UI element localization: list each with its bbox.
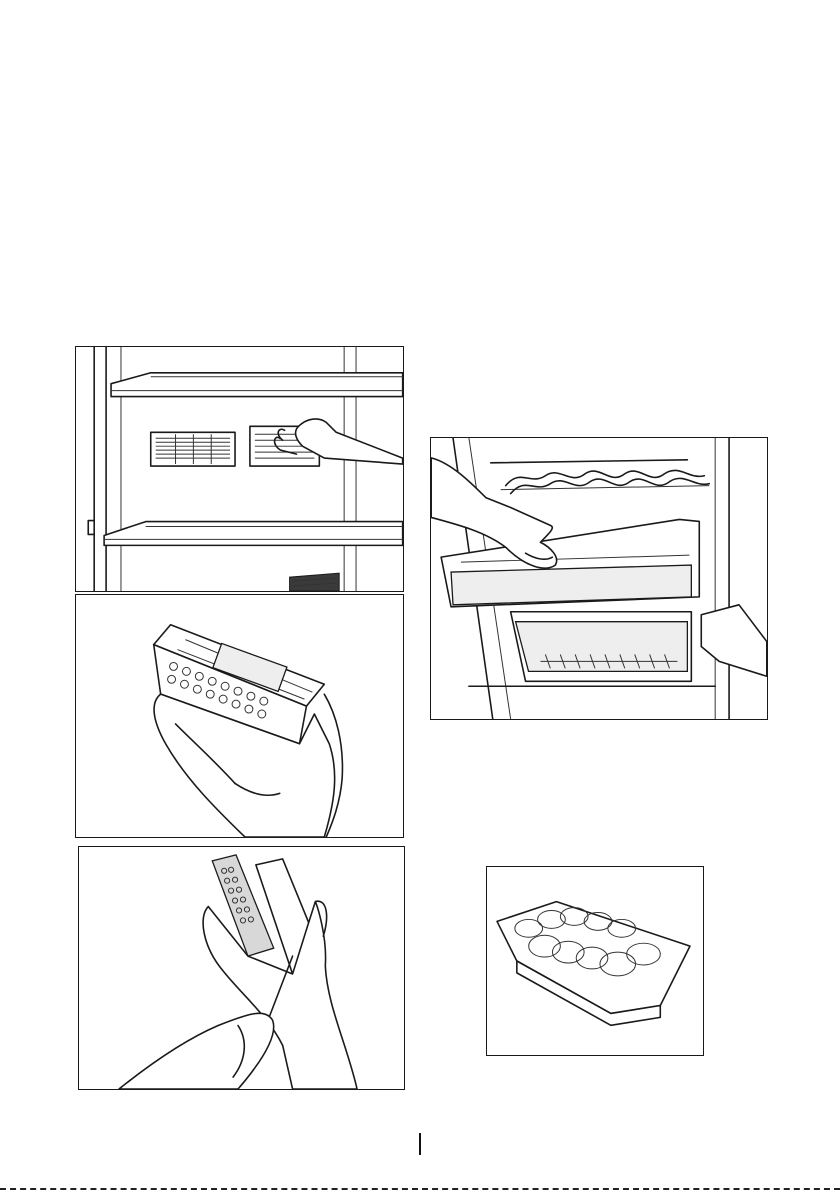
page-bottom-rule bbox=[0, 1188, 840, 1190]
egg-tray-illustration bbox=[487, 867, 703, 1055]
figure-remove-odour-filter bbox=[75, 346, 404, 592]
figure-remove-crisper-tray bbox=[430, 437, 768, 720]
figure-replace-filter-insert bbox=[78, 846, 405, 1090]
filter-insert-replacement-illustration bbox=[79, 847, 404, 1089]
figure-egg-tray bbox=[486, 866, 704, 1056]
page-marker bbox=[419, 1133, 421, 1155]
filter-housing-in-hands-illustration bbox=[76, 595, 403, 837]
hand-removing-filter-illustration bbox=[76, 347, 403, 591]
figure-filter-housing bbox=[75, 594, 404, 838]
crisper-drawer-removal-illustration bbox=[431, 438, 767, 719]
bottle-rack bbox=[491, 460, 709, 494]
